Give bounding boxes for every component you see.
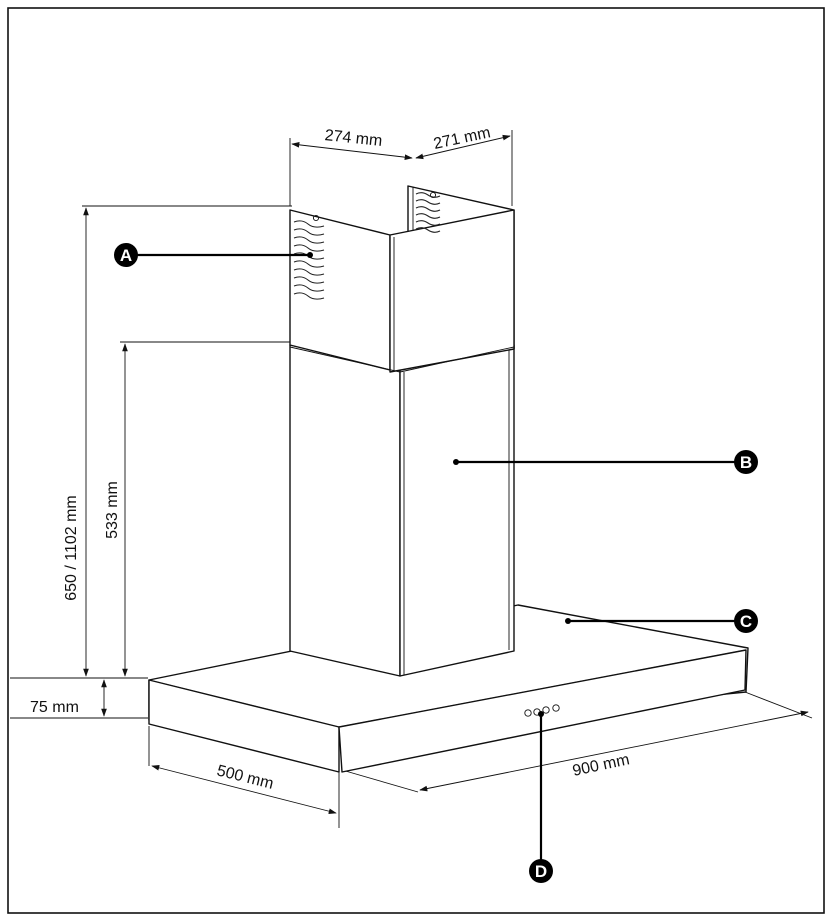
callout-c: C — [734, 609, 758, 633]
lower-chimney-right-face — [399, 344, 515, 677]
diagram-frame — [7, 7, 825, 914]
dim-total-height: 650 / 1102 mm — [63, 495, 80, 601]
leader-dot-a — [307, 252, 313, 258]
leader-dot-c — [565, 618, 571, 624]
dimension-lines — [83, 134, 809, 814]
callout-b: B — [734, 450, 758, 474]
dim-lower-chimney-height: 533 mm — [104, 481, 121, 539]
leader-dot-b — [453, 459, 459, 465]
dim-line-271 — [415, 134, 511, 160]
leader-dot-d — [538, 711, 544, 717]
dim-line-500 — [151, 765, 337, 814]
callout-d-label: D — [535, 862, 547, 881]
callout-d: D — [529, 859, 553, 883]
dim-chimney-width: 271 mm — [432, 124, 492, 153]
dim-canopy-thickness: 75 mm — [30, 699, 79, 716]
dim-chimney-depth: 274 mm — [324, 127, 383, 150]
callout-a: A — [114, 243, 138, 267]
upper-chimney-right-face — [389, 209, 515, 373]
dim-canopy-depth: 500 mm — [215, 762, 275, 792]
lower-chimney-left-face — [289, 344, 401, 677]
dim-canopy-width: 900 mm — [571, 751, 631, 780]
screw-hole — [312, 214, 320, 222]
dim-line-900 — [419, 710, 809, 792]
upper-chimney-left-face — [289, 209, 391, 371]
chimney — [289, 185, 515, 677]
callout-leaders — [128, 252, 746, 868]
callout-c-label: C — [740, 612, 752, 631]
vent-slots-back — [415, 192, 441, 233]
callout-b-label: B — [740, 453, 752, 472]
callout-a-label: A — [120, 246, 132, 265]
dim-line-274 — [291, 142, 413, 160]
